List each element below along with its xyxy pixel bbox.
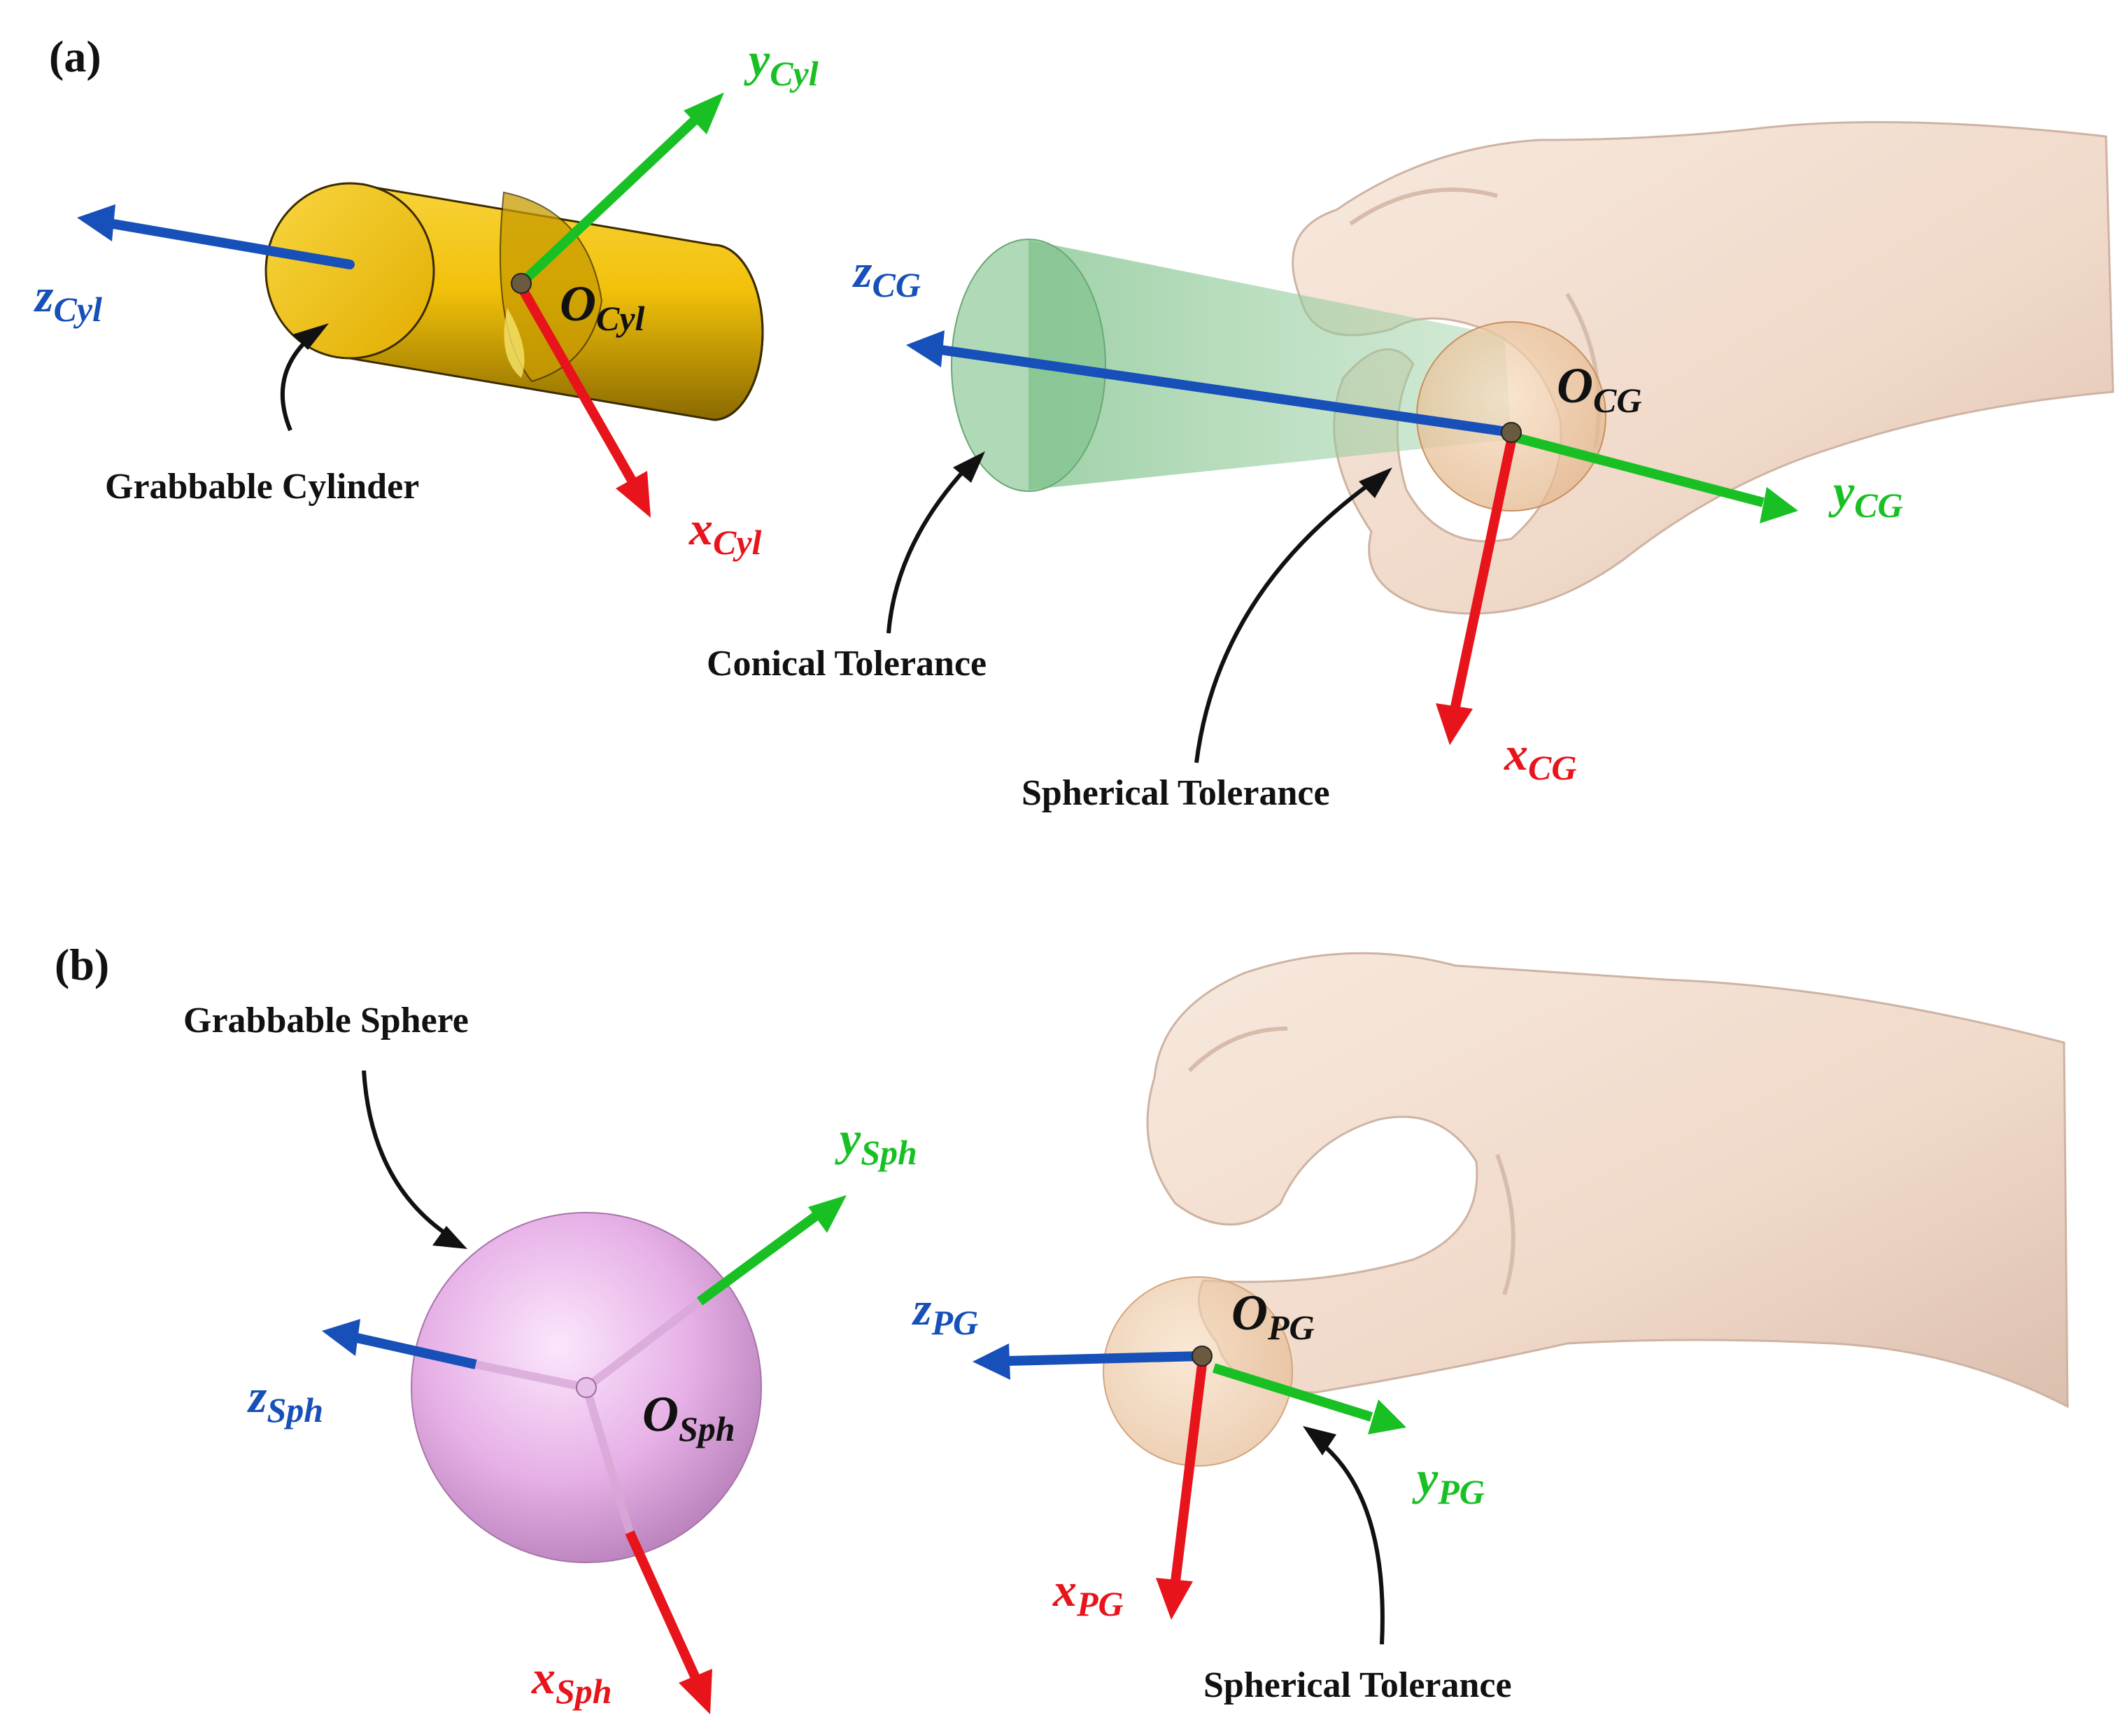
sphere-y-label: ySph [835, 1112, 917, 1172]
pg-z-label: zPG [912, 1282, 978, 1342]
cylinder-y-label: yCyl [744, 33, 819, 93]
cylinder-callout-arrowhead [292, 323, 329, 350]
sphere-callout-arrow [362, 1070, 449, 1237]
cg-sphere-callout: Spherical Tolerance [1022, 773, 1330, 813]
sphere-x-label: xSph [531, 1651, 612, 1711]
cylinder-origin-label: OCyl [560, 276, 645, 338]
cg-sphere-callout-arrowhead [1359, 467, 1392, 498]
sphere-origin-point [576, 1377, 597, 1398]
cylinder-z-label: zCyl [34, 269, 102, 329]
cg-x-axis [1436, 439, 1516, 745]
cone-callout-arrow [886, 467, 968, 634]
spherical-tolerance-cg [1416, 321, 1606, 511]
cg-origin-label: OCG [1557, 358, 1641, 420]
cone-callout-arrowhead [953, 451, 985, 483]
panel-a-label: (a) [49, 31, 101, 81]
cylinder-y-axis [518, 92, 724, 288]
cg-y-label: yCG [1828, 465, 1903, 525]
sphere-origin-label: OSph [642, 1386, 735, 1448]
grabbable-cylinder [264, 182, 764, 421]
pg-y-axis [1212, 1363, 1406, 1434]
pg-z-axis [973, 1343, 1203, 1380]
cg-origin-point [1501, 422, 1522, 443]
sphere-inner-x [582, 1386, 634, 1534]
pg-x-axis [1156, 1364, 1207, 1620]
pg-origin-label: OPG [1231, 1285, 1315, 1347]
hand-pinch-grasp [1146, 952, 2069, 1409]
cg-z-axis [906, 330, 1513, 437]
pg-x-label: xPG [1052, 1563, 1124, 1623]
sphere-callout: Grabbable Sphere [183, 1001, 469, 1040]
pg-sphere-callout: Spherical Tolerance [1203, 1665, 1512, 1705]
cylinder-x-axis [516, 284, 651, 518]
pg-y-label: yPG [1412, 1451, 1485, 1511]
sphere-inner-y [584, 1298, 702, 1391]
pg-sphere-callout-arrowhead [1303, 1426, 1336, 1455]
cylinder-x-label: xCyl [688, 502, 762, 562]
sphere-x-axis [625, 1530, 712, 1714]
pg-sphere-callout-arrow [1317, 1439, 1385, 1645]
cg-x-label: xCG [1504, 727, 1576, 787]
cylinder-origin-point [511, 273, 532, 294]
cg-z-label: zCG [852, 244, 921, 304]
cylinder-callout: Grabbable Cylinder [105, 467, 419, 507]
sphere-callout-arrowhead [432, 1226, 467, 1249]
panel-b-label: (b) [55, 940, 109, 989]
sphere-inner-z [474, 1360, 588, 1392]
sphere-y-axis [696, 1195, 847, 1306]
cone-callout: Conical Tolerance [707, 644, 987, 684]
cylinder-z-axis [77, 204, 355, 269]
cg-y-axis [1513, 432, 1798, 523]
cg-sphere-callout-arrow [1194, 481, 1373, 763]
sphere-z-label: zSph [247, 1369, 323, 1430]
sphere-z-axis [322, 1319, 477, 1369]
pg-origin-point [1192, 1346, 1213, 1367]
